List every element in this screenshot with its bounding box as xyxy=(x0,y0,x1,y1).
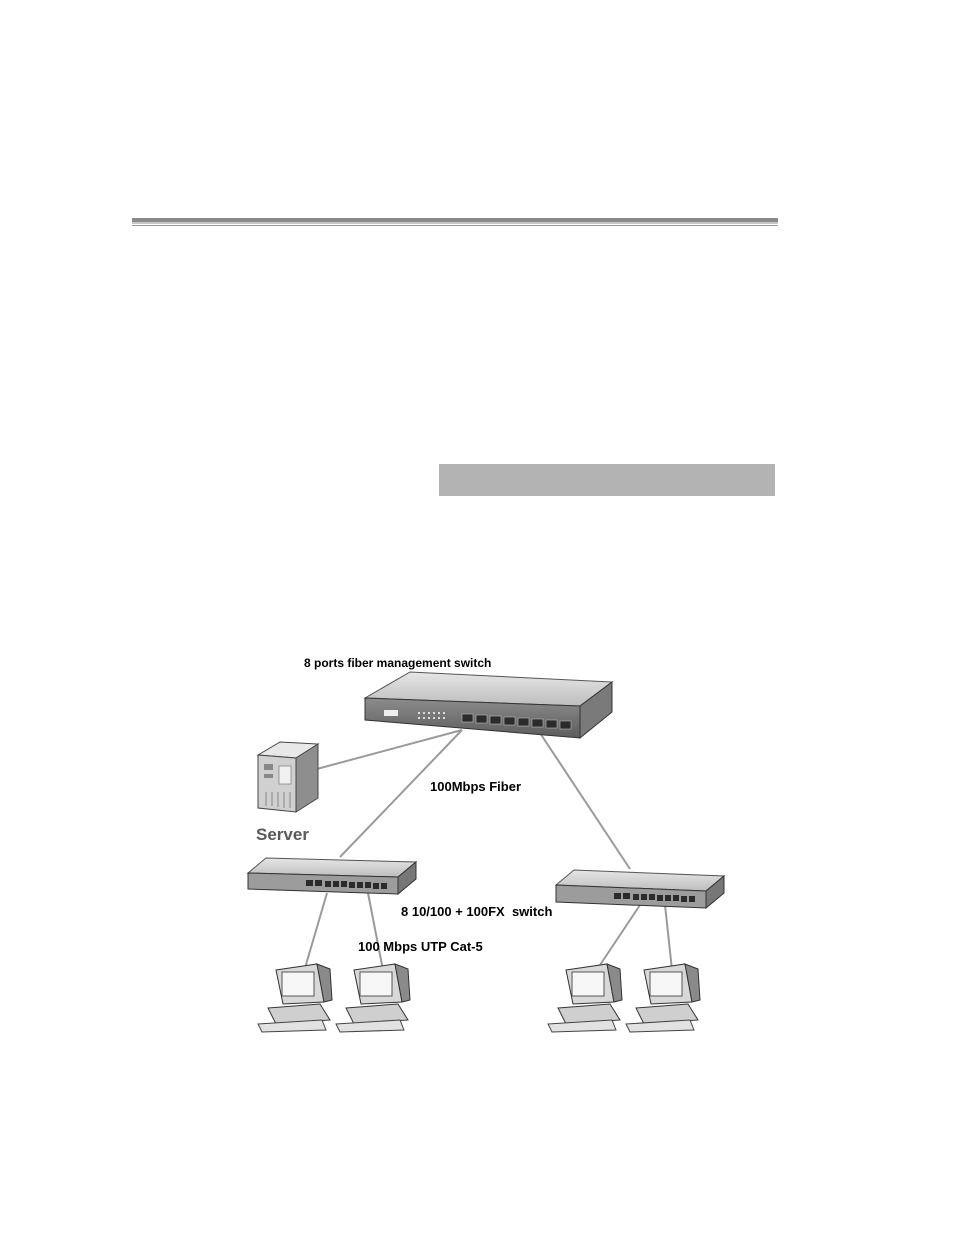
edge-switch-right xyxy=(554,869,726,910)
header-rule xyxy=(132,218,778,222)
utp-link-label: 100 Mbps UTP Cat-5 xyxy=(358,939,483,954)
utp-cable-1 xyxy=(304,892,328,969)
server-tower xyxy=(256,741,320,813)
server-label: Server xyxy=(256,825,309,844)
edge-switch-label: 8 10/100 + 100FX switch xyxy=(401,904,552,919)
fiber-cable-left xyxy=(339,729,463,858)
workstation-3 xyxy=(547,963,623,1033)
edge-switch-left xyxy=(246,857,418,896)
fiber-link-label: 100Mbps Fiber xyxy=(430,779,521,794)
workstation-1 xyxy=(257,963,333,1033)
fiber-cable-server xyxy=(312,729,463,771)
main-fiber-switch xyxy=(363,671,614,740)
utp-cable-4 xyxy=(664,904,673,971)
main-switch-label: 8 ports fiber management switch xyxy=(304,656,491,670)
fiber-cables xyxy=(312,729,631,870)
workstation-2 xyxy=(335,963,411,1033)
fiber-cable-right xyxy=(539,732,631,870)
utp-cable-2 xyxy=(367,892,384,971)
section-heading-bar xyxy=(439,464,775,496)
workstation-4 xyxy=(625,963,701,1033)
utp-cable-3 xyxy=(597,904,641,969)
header-rule-highlight xyxy=(132,222,778,224)
utp-cables xyxy=(304,892,673,971)
header-rule-shadow xyxy=(132,225,778,226)
